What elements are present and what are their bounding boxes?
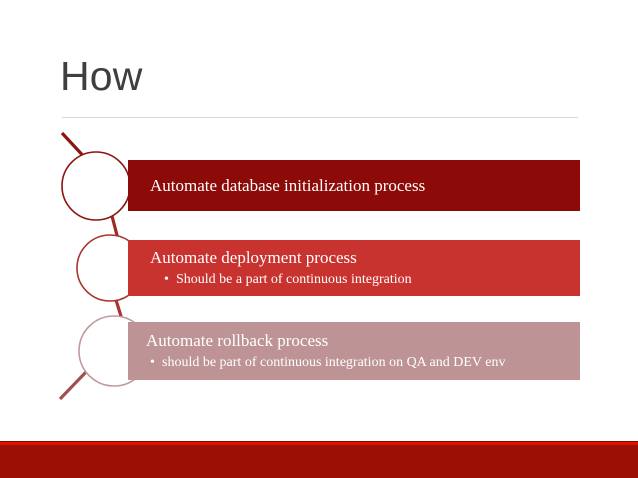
step-bar-3[interactable]: Automate rollback process should be part…	[128, 322, 580, 380]
step-3-heading: Automate rollback process	[146, 331, 329, 350]
page-title: How	[60, 53, 143, 99]
step-circle-1	[61, 151, 131, 221]
footer-banner	[0, 441, 638, 478]
step-1-heading: Automate database initialization process	[150, 175, 426, 195]
connector-top-line	[60, 131, 90, 163]
footer-hairline	[0, 441, 638, 442]
connector-1-2-line	[110, 215, 121, 244]
connector-2-3-line	[114, 299, 126, 327]
step-bar-2[interactable]: Automate deployment process Should be a …	[128, 240, 580, 296]
step-3-bullets: should be part of continuous integration…	[150, 353, 566, 372]
step-bar-1[interactable]: Automate database initialization process	[128, 160, 580, 211]
connector-bottom-line	[58, 370, 88, 401]
list-item: Should be a part of continuous integrati…	[164, 270, 566, 289]
list-item: should be part of continuous integration…	[150, 353, 566, 372]
footer-accent-stripe	[0, 442, 638, 445]
step-2-bullets: Should be a part of continuous integrati…	[164, 270, 566, 289]
step-2-heading: Automate deployment process	[150, 248, 357, 267]
title-divider	[62, 117, 578, 118]
